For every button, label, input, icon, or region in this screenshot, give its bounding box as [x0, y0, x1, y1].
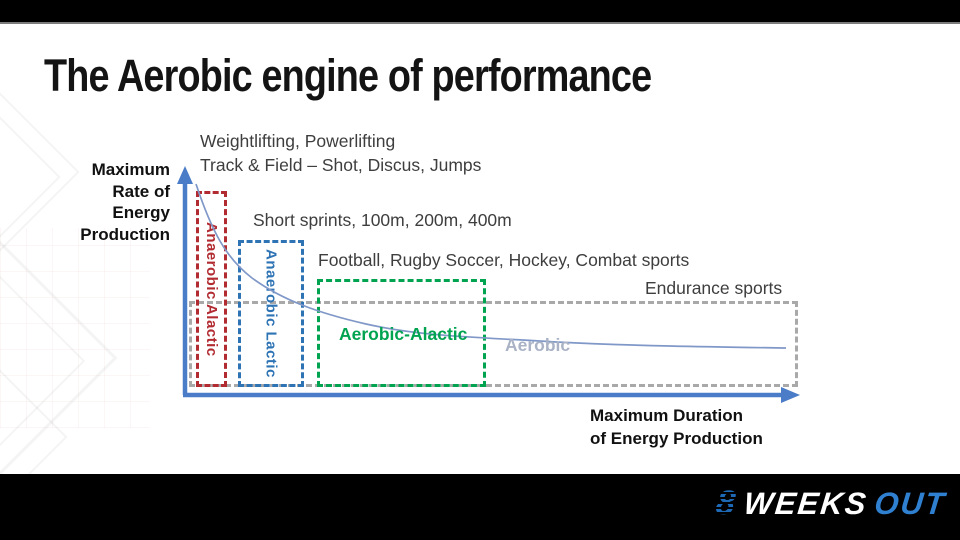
- zone-label-anaerobic-lactic: Anaerobic Lactic: [262, 249, 280, 378]
- x-axis-label-line: Maximum Duration: [590, 406, 744, 425]
- y-axis-label-line: Energy: [112, 203, 170, 222]
- annotation-endurance: Endurance sports: [645, 278, 783, 298]
- annotation-team-sports: Football, Rugby Soccer, Hockey, Combat s…: [318, 250, 690, 270]
- logo-out: OUT: [872, 486, 948, 521]
- annotation-line: Track & Field – Shot, Discus, Jumps: [200, 155, 482, 175]
- watermark-grid: [0, 228, 150, 428]
- watermark-diamond: [0, 233, 118, 483]
- x-axis-label-line: of Energy Production: [590, 429, 763, 448]
- bottom-letterbox-bar: [0, 474, 960, 540]
- watermark-diamond: [0, 274, 86, 448]
- x-axis-label: Maximum Duration of Energy Production: [590, 404, 763, 450]
- weeks-out-logo: 8 WEEKS OUT: [714, 484, 948, 522]
- y-axis-label-line: Rate of: [112, 181, 170, 201]
- annotation-sprints: Short sprints, 100m, 200m, 400m: [253, 210, 512, 230]
- logo-eight: 8: [714, 484, 737, 522]
- y-axis-label: Maximum Rate of Energy Production: [30, 159, 170, 245]
- y-axis-label-line: Production: [80, 224, 170, 244]
- x-axis-arrowhead-icon: [781, 387, 800, 403]
- zone-label-anaerobic-alactic: Anaerobic Alactic: [203, 221, 220, 357]
- annotation-weightlifting: Weightlifting, Powerlifting Track & Fiel…: [200, 129, 481, 177]
- zone-box-anaerobic-lactic: Anaerobic Lactic: [238, 240, 304, 387]
- y-axis-arrowhead-icon: [177, 166, 193, 184]
- zone-label-aerobic: Aerobic: [505, 335, 571, 355]
- annotation-line: Weightlifting, Powerlifting: [200, 131, 396, 151]
- zone-label-aerobic-alactic: Aerobic-Alactic: [339, 324, 468, 344]
- page-title: The Aerobic engine of performance: [44, 50, 652, 101]
- y-axis-label-line: Maximum: [91, 160, 170, 179]
- zone-box-anaerobic-alactic: Anaerobic Alactic: [196, 191, 227, 387]
- top-letterbox-bar: [0, 0, 960, 24]
- logo-weeks: WEEKS: [742, 486, 870, 521]
